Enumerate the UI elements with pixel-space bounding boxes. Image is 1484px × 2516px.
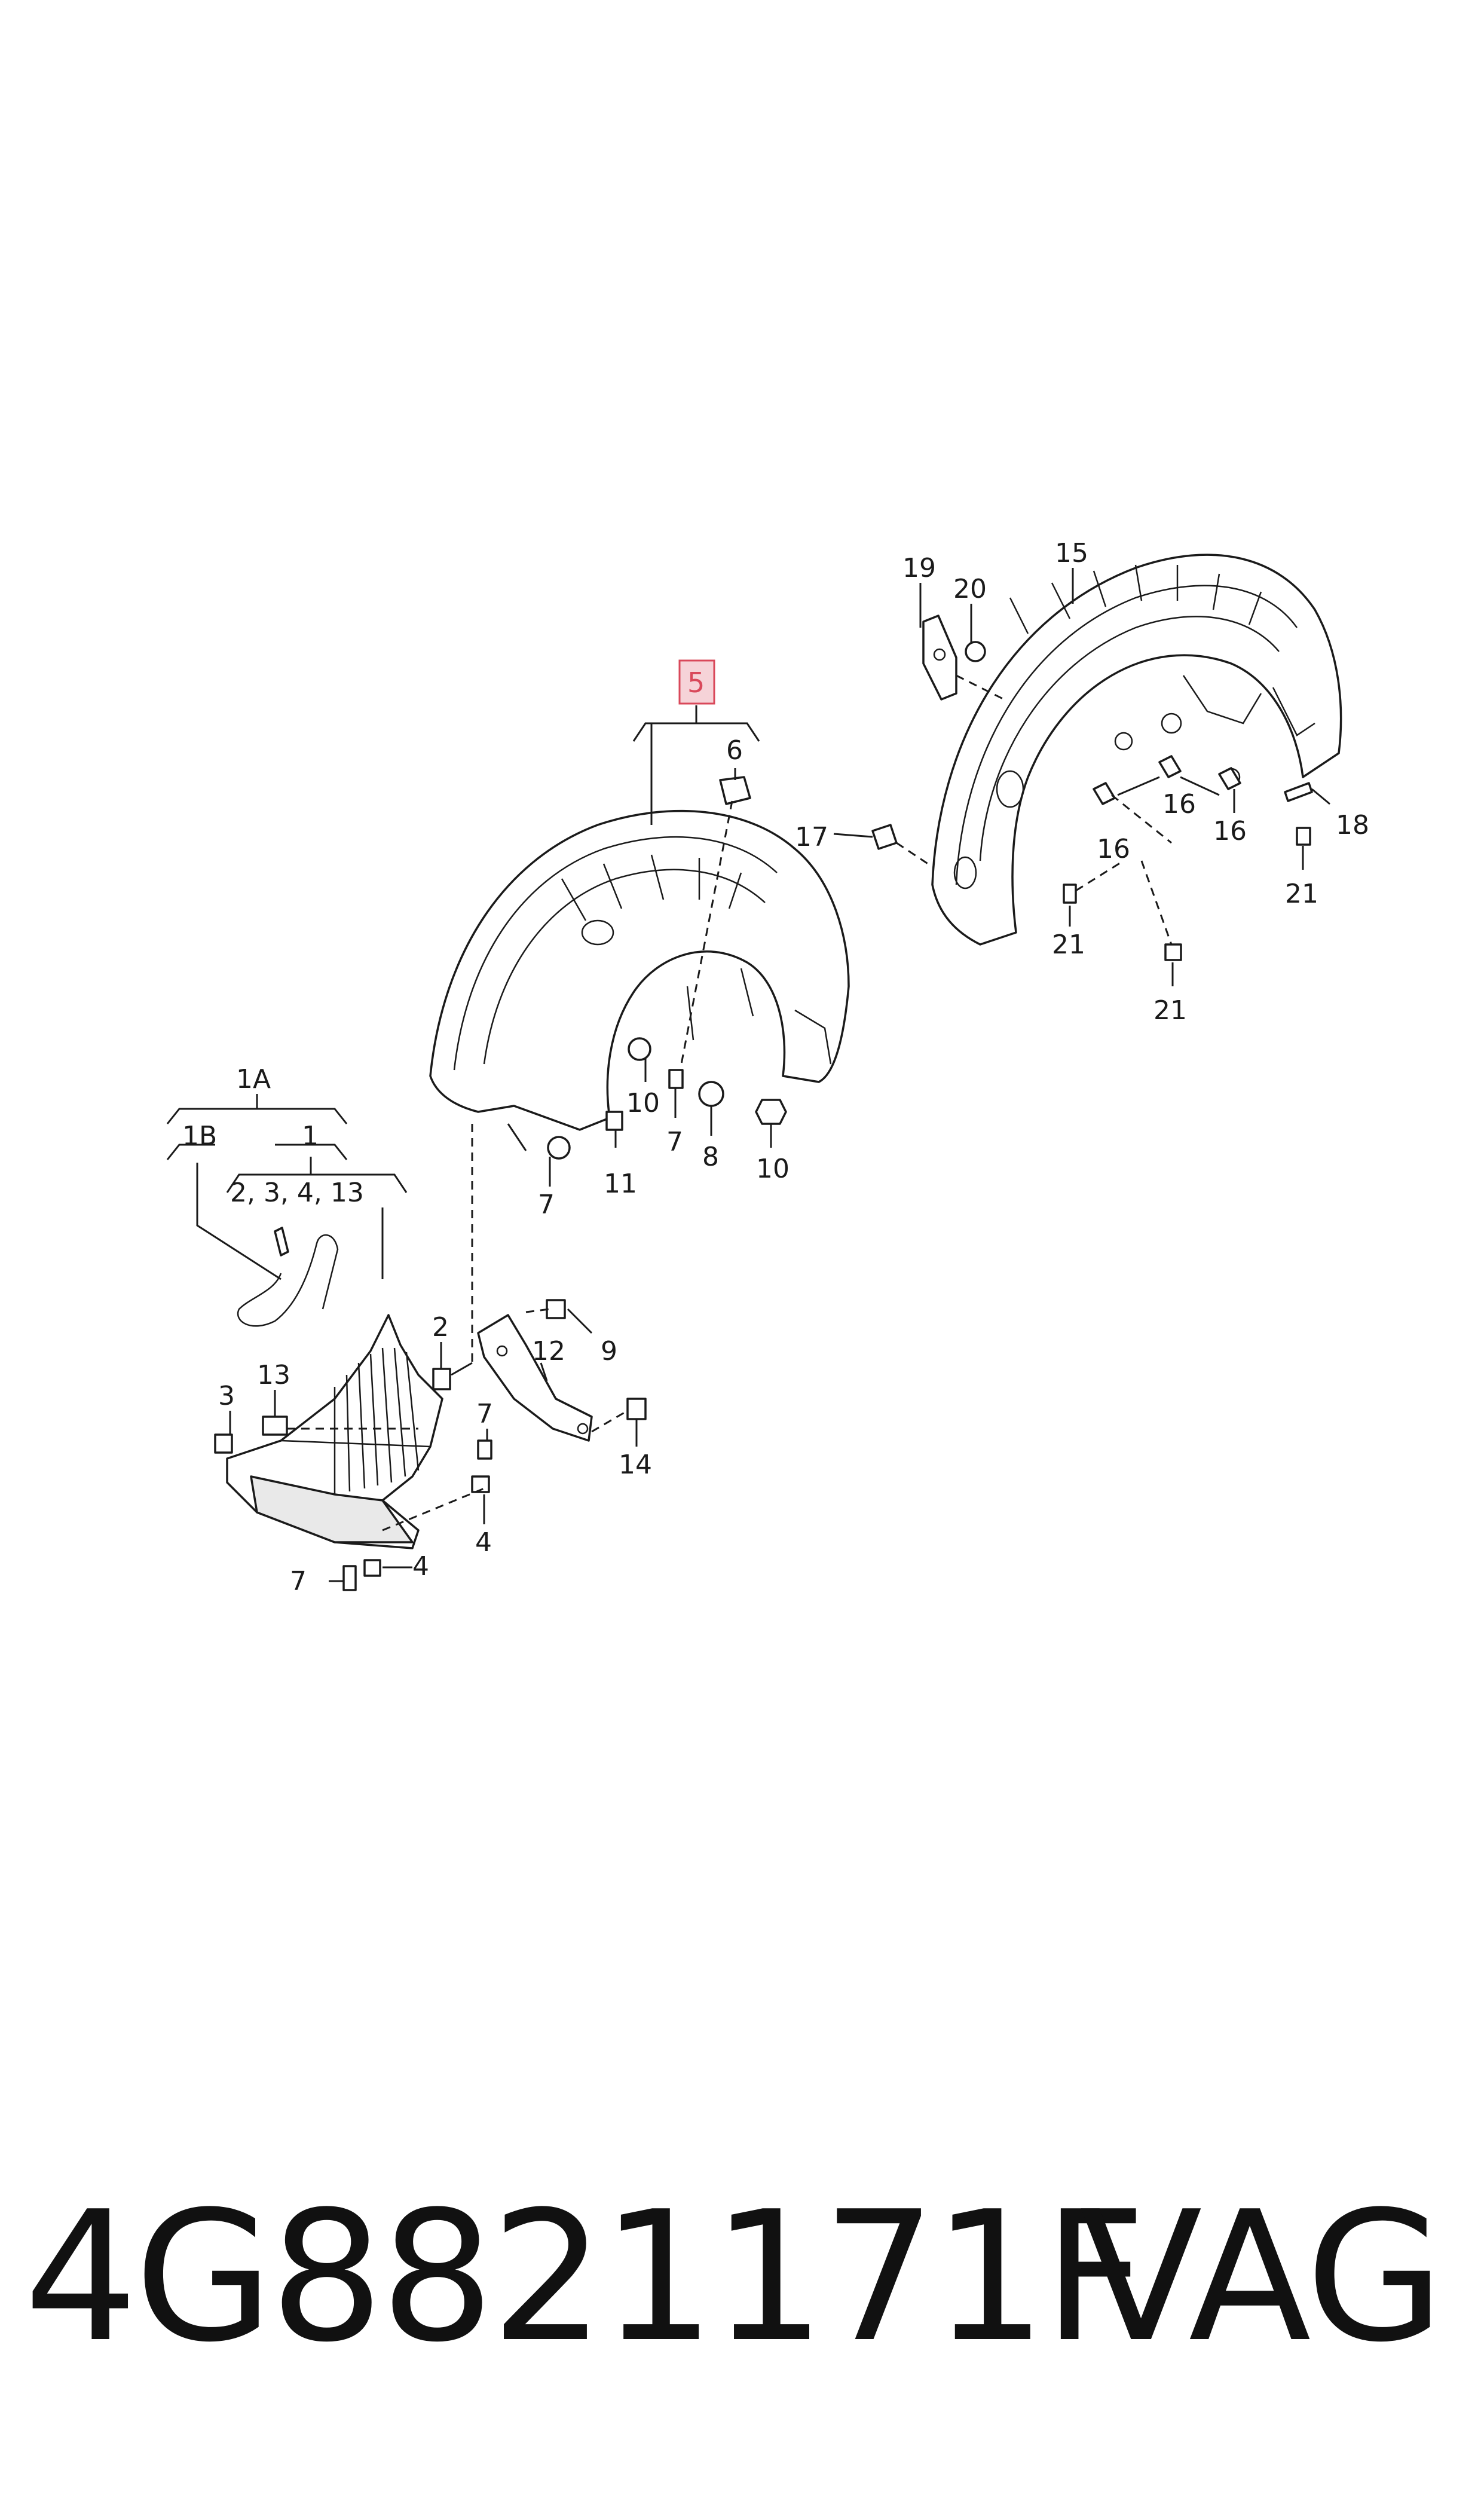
callout-7[interactable]: 7 (290, 1566, 307, 1597)
callout-7[interactable]: 7 (666, 1127, 683, 1157)
callout-4[interactable]: 4 (475, 1527, 492, 1558)
callout-21[interactable]: 21 (1285, 879, 1318, 909)
callout-10[interactable]: 10 (756, 1154, 790, 1184)
callout-8[interactable]: 8 (702, 1142, 719, 1172)
group-label-1-contents: 2, 3, 4, 13 (230, 1178, 364, 1208)
callout-2[interactable]: 2 (432, 1312, 449, 1343)
callout-7[interactable]: 7 (538, 1190, 555, 1220)
front-wheelhouse-liner (429, 776, 850, 1160)
highlight-box (678, 659, 715, 705)
callout-11[interactable]: 11 (604, 1169, 637, 1199)
callout-21[interactable]: 21 (1153, 995, 1187, 1026)
group-label-1a[interactable]: 1A (236, 1064, 271, 1095)
callout-17[interactable]: 17 (795, 822, 828, 852)
callout-13[interactable]: 13 (257, 1360, 290, 1390)
callout-15[interactable]: 15 (1055, 538, 1088, 568)
callout-9[interactable]: 9 (601, 1336, 617, 1366)
footer: 4G8821171F VAG (0, 2188, 1484, 2367)
callout-20[interactable]: 20 (953, 574, 987, 604)
support-bracket-assembly (477, 1299, 647, 1442)
part-number: 4G8821171F (24, 2173, 1146, 2382)
callout-19[interactable]: 19 (902, 553, 936, 583)
callout-10[interactable]: 10 (626, 1088, 660, 1118)
callout-3[interactable]: 3 (218, 1381, 235, 1411)
callout-21[interactable]: 21 (1052, 930, 1085, 960)
callout-4[interactable]: 4 (412, 1551, 429, 1582)
callout-16[interactable]: 16 (1213, 816, 1247, 846)
leader-lines (166, 568, 1330, 1582)
front-lower-panel-assembly (214, 1227, 492, 1591)
callout-12[interactable]: 12 (532, 1336, 565, 1366)
group-label-1b[interactable]: 1B (182, 1121, 217, 1151)
callout-6[interactable]: 6 (726, 735, 743, 766)
callout-18[interactable]: 18 (1336, 810, 1369, 840)
callout-14[interactable]: 14 (619, 1450, 652, 1480)
callout-16[interactable]: 16 (1097, 834, 1130, 864)
brand-name: VAG (1079, 2173, 1445, 2382)
callout-16[interactable]: 16 (1162, 789, 1196, 820)
group-label-1[interactable]: 1 (302, 1121, 319, 1151)
callout-7[interactable]: 7 (476, 1399, 493, 1429)
rear-wheelhouse-liner (871, 554, 1342, 961)
callout-labels: 5 6 10 7 8 10 11 7 1A 1B 1 2, 3, 4, 13 2… (182, 538, 1369, 1597)
callout-5[interactable]: 5 (687, 667, 705, 699)
